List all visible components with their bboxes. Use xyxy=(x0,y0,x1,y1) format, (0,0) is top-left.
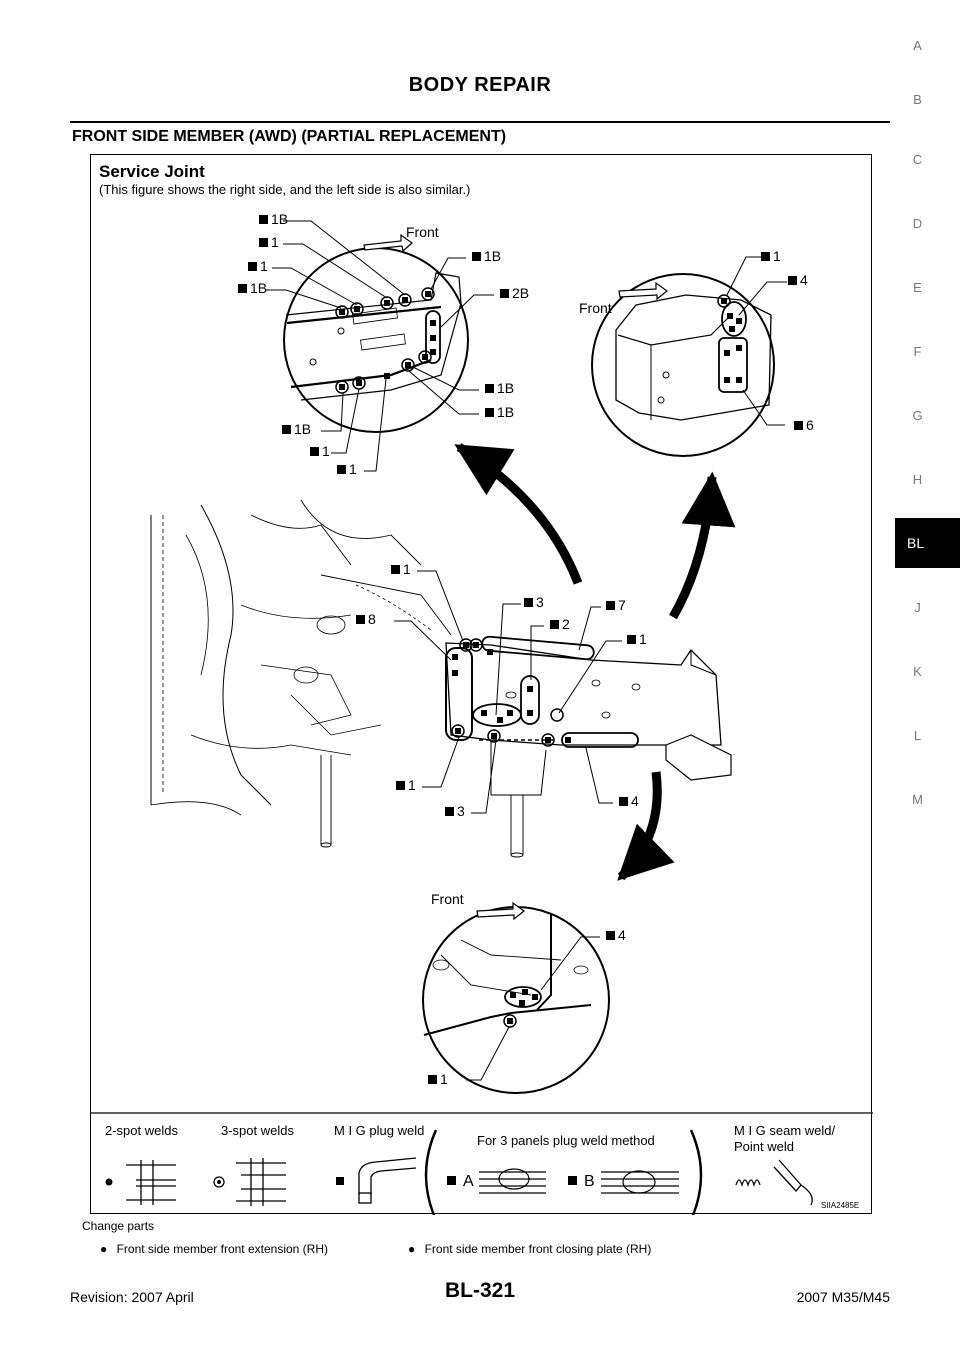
legend-three-panel: For 3 panels plug weld method xyxy=(477,1133,655,1148)
figure-title: Service Joint xyxy=(99,162,205,181)
part-name: Front side member front closing plate (R… xyxy=(424,1242,652,1256)
bullet-icon: ● xyxy=(100,1242,108,1256)
curved-arrow-to-detail-2 xyxy=(669,471,736,620)
header-rule xyxy=(70,121,890,123)
service-joint-drawing: Service Joint (This figure shows the rig… xyxy=(91,162,873,1215)
index-tab-m[interactable]: M xyxy=(912,792,923,807)
front-label-detail-2: Front xyxy=(579,300,612,316)
label-main-0: 1 xyxy=(403,561,411,577)
label-d1-5: 2B xyxy=(512,285,529,301)
detail-circle-top-right: Front 1 4 6 xyxy=(579,248,814,457)
label-d1-8: 1B xyxy=(294,421,311,437)
index-tab-c[interactable]: C xyxy=(912,152,923,167)
label-main-3: 2 xyxy=(562,616,570,632)
legend-mig-plug: M I G plug weld xyxy=(334,1123,424,1138)
label-main-7: 3 xyxy=(457,803,465,819)
legend-two-spot: 2-spot welds xyxy=(105,1123,178,1138)
label-d3-1: 1 xyxy=(440,1071,448,1087)
index-tab-j[interactable]: J xyxy=(914,600,921,615)
figure-code: SIIA2485E xyxy=(821,1201,859,1210)
label-d2-0: 1 xyxy=(773,248,781,264)
legend-mig-seam-2: Point weld xyxy=(734,1139,794,1154)
index-tab-l[interactable]: L xyxy=(913,728,922,743)
front-label-detail-1: Front xyxy=(406,224,439,240)
change-parts-caption: Change parts xyxy=(82,1219,155,1233)
label-d1-9: 1 xyxy=(322,443,330,459)
footer-model: 2007 M35/M45 xyxy=(796,1289,890,1305)
legend-mig-seam-1: M I G seam weld/ xyxy=(734,1123,836,1138)
label-d1-4: 1B xyxy=(484,248,501,264)
index-tab-h[interactable]: H xyxy=(912,472,923,487)
index-tab-bl[interactable]: BL xyxy=(895,518,960,568)
index-tab-f[interactable]: F xyxy=(913,344,922,359)
label-d1-3: 1B xyxy=(250,280,267,296)
bullet-icon: ● xyxy=(408,1242,416,1256)
index-tab-k[interactable]: K xyxy=(913,664,922,679)
parts-list-item-1: ● Front side member front extension (RH) xyxy=(100,1242,328,1256)
label-main-1: 8 xyxy=(368,611,376,627)
footer-revision: Revision: 2007 April xyxy=(70,1289,194,1305)
index-tab-g[interactable]: G xyxy=(912,408,923,423)
curved-arrow-to-detail-3 xyxy=(617,771,675,881)
label-main-8: 4 xyxy=(631,793,639,809)
detail-circle-top-left: Front 1B 1 1 1B 1B 2B 1B 1B 1B 1 1 xyxy=(238,211,529,477)
legend-b: B xyxy=(584,1173,595,1190)
label-d3-0: 4 xyxy=(618,927,626,943)
label-d2-1: 4 xyxy=(800,272,808,288)
index-tab-d[interactable]: D xyxy=(912,216,923,231)
label-d1-10: 1 xyxy=(349,461,357,477)
index-tab-b[interactable]: B xyxy=(913,92,922,107)
label-d1-6: 1B xyxy=(497,380,514,396)
label-d1-1: 1 xyxy=(271,234,279,250)
page-header-title: BODY REPAIR xyxy=(408,74,552,96)
label-d1-0: 1B xyxy=(271,211,288,227)
label-main-4: 7 xyxy=(618,597,626,613)
legend-a: A xyxy=(463,1173,474,1190)
main-labels: 1 8 3 2 7 1 1 3 4 xyxy=(356,561,647,819)
figure-subtitle: (This figure shows the right side, and t… xyxy=(99,182,470,197)
label-main-2: 3 xyxy=(536,594,544,610)
section-title: FRONT SIDE MEMBER (AWD) (PARTIAL REPLACE… xyxy=(72,128,507,145)
footer-page-number: BL-321 xyxy=(444,1279,516,1302)
label-d1-2: 1 xyxy=(260,258,268,274)
curved-arrow-to-detail-1 xyxy=(454,443,583,585)
main-body-drawing xyxy=(150,499,732,858)
weld-legend: 2-spot welds 3-spot welds M I G plug wel… xyxy=(91,1112,873,1215)
index-tab-a[interactable]: A xyxy=(913,38,922,53)
legend-three-spot: 3-spot welds xyxy=(221,1123,294,1138)
label-main-5: 1 xyxy=(639,631,647,647)
label-d1-7: 1B xyxy=(497,404,514,420)
detail-circle-bottom: Front 4 1 xyxy=(422,891,626,1094)
front-label-detail-3: Front xyxy=(431,891,464,907)
label-d2-2: 6 xyxy=(806,417,814,433)
parts-list-item-2: ● Front side member front closing plate … xyxy=(408,1242,651,1256)
label-main-6: 1 xyxy=(408,777,416,793)
service-joint-figure: Service Joint (This figure shows the rig… xyxy=(90,154,873,1215)
part-name: Front side member front extension (RH) xyxy=(116,1242,328,1256)
index-tab-e[interactable]: E xyxy=(913,280,922,295)
